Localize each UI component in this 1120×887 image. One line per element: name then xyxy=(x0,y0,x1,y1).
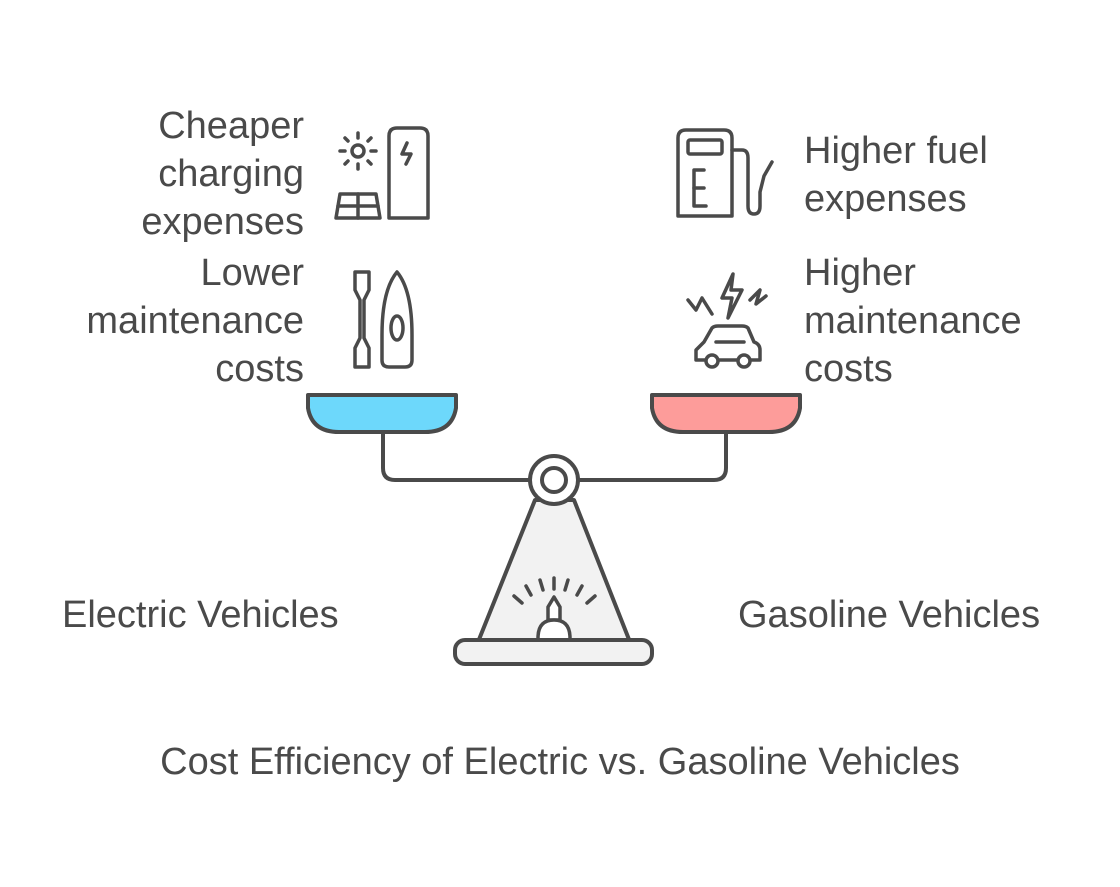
ev-maintenance-line-2: maintenance xyxy=(86,300,304,342)
gasoline-vehicles-label: Gasoline Vehicles xyxy=(738,594,1041,636)
ev-maintenance-line-1: Lower xyxy=(200,252,305,294)
ev-maintenance-line-3: costs xyxy=(215,348,304,390)
solar-charging-station-icon xyxy=(334,126,430,220)
wrench-and-surfboard-icon xyxy=(353,270,414,369)
ev-charging-line-1: Cheaper xyxy=(158,105,304,147)
gauge-icon xyxy=(512,576,597,640)
ev-charging-line-3: expenses xyxy=(141,201,304,243)
right-pan xyxy=(650,393,802,434)
gas-maintenance-line-3: costs xyxy=(804,348,893,390)
scale-stand xyxy=(453,498,654,666)
diagram-title: Cost Efficiency of Electric vs. Gasoline… xyxy=(160,741,960,783)
ev-charging-line-2: charging xyxy=(158,153,304,195)
scale-beam xyxy=(381,428,728,506)
gas-maintenance-line-1: Higher xyxy=(804,252,916,294)
car-breakdown-icon xyxy=(686,272,768,369)
gas-maintenance-line-2: maintenance xyxy=(804,300,1022,342)
electric-vehicles-label: Electric Vehicles xyxy=(62,594,339,636)
ev-maintenance-costs-label: Lower maintenance costs xyxy=(86,249,304,393)
gas-maintenance-costs-label: Higher maintenance costs xyxy=(804,249,1022,393)
left-pan xyxy=(306,393,458,434)
gas-fuel-expenses-label: Higher fuel expenses xyxy=(804,127,988,223)
gas-fuel-line-2: expenses xyxy=(804,178,967,220)
gas-fuel-line-1: Higher fuel xyxy=(804,130,988,172)
ev-charging-expenses-label: Cheaper charging expenses xyxy=(141,102,304,246)
fuel-pump-icon xyxy=(676,128,774,218)
